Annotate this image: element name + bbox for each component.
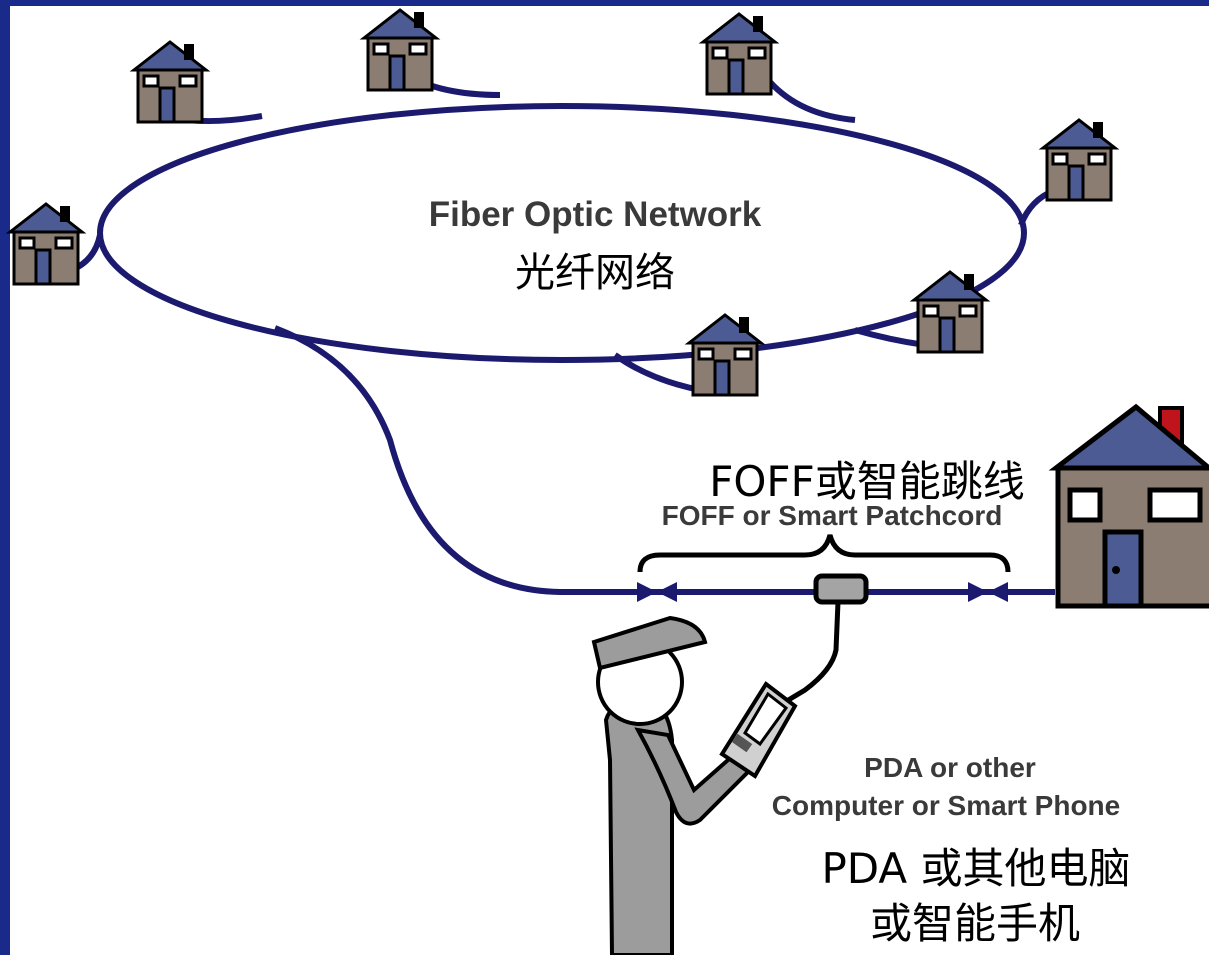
fiber-ring [97, 103, 1027, 363]
subscriber-fiber [273, 325, 1055, 595]
patchcord-brace [637, 534, 1011, 573]
device-label-en-line1: PDA or other [864, 752, 1036, 783]
connector-icon [637, 582, 677, 602]
house-icon [362, 8, 438, 92]
patchcord-label-en: FOFF or Smart Patchcord [661, 500, 1003, 531]
network-label-en: Fiber Optic Network [428, 195, 762, 234]
patchcord-tester [813, 573, 869, 605]
house-icon [912, 270, 988, 354]
frame-left [0, 0, 10, 955]
patchcord-label-zh: FOFF或智能跳线 [709, 457, 1025, 506]
house-icon [701, 12, 777, 96]
frame-top [0, 0, 1209, 6]
house-icon [687, 313, 763, 397]
person-icon [591, 615, 763, 955]
subscriber-house-icon [1048, 403, 1209, 609]
connector-icon [968, 582, 1008, 602]
tester-cable [778, 601, 841, 708]
drop-line [613, 352, 701, 393]
device-label-zh-line2: 或智能手机 [869, 899, 1080, 948]
house-icon [1041, 118, 1117, 202]
device-label-zh-line1: PDA 或其他电脑 [821, 844, 1131, 893]
drop-line [767, 79, 856, 123]
house-icon [8, 202, 84, 286]
drop-line [854, 327, 926, 348]
device-label-en-line2: Computer or Smart Phone [771, 790, 1121, 821]
house-icon [132, 40, 208, 124]
pda-icon [719, 681, 798, 779]
network-label-zh: 光纤网络 [515, 250, 675, 296]
